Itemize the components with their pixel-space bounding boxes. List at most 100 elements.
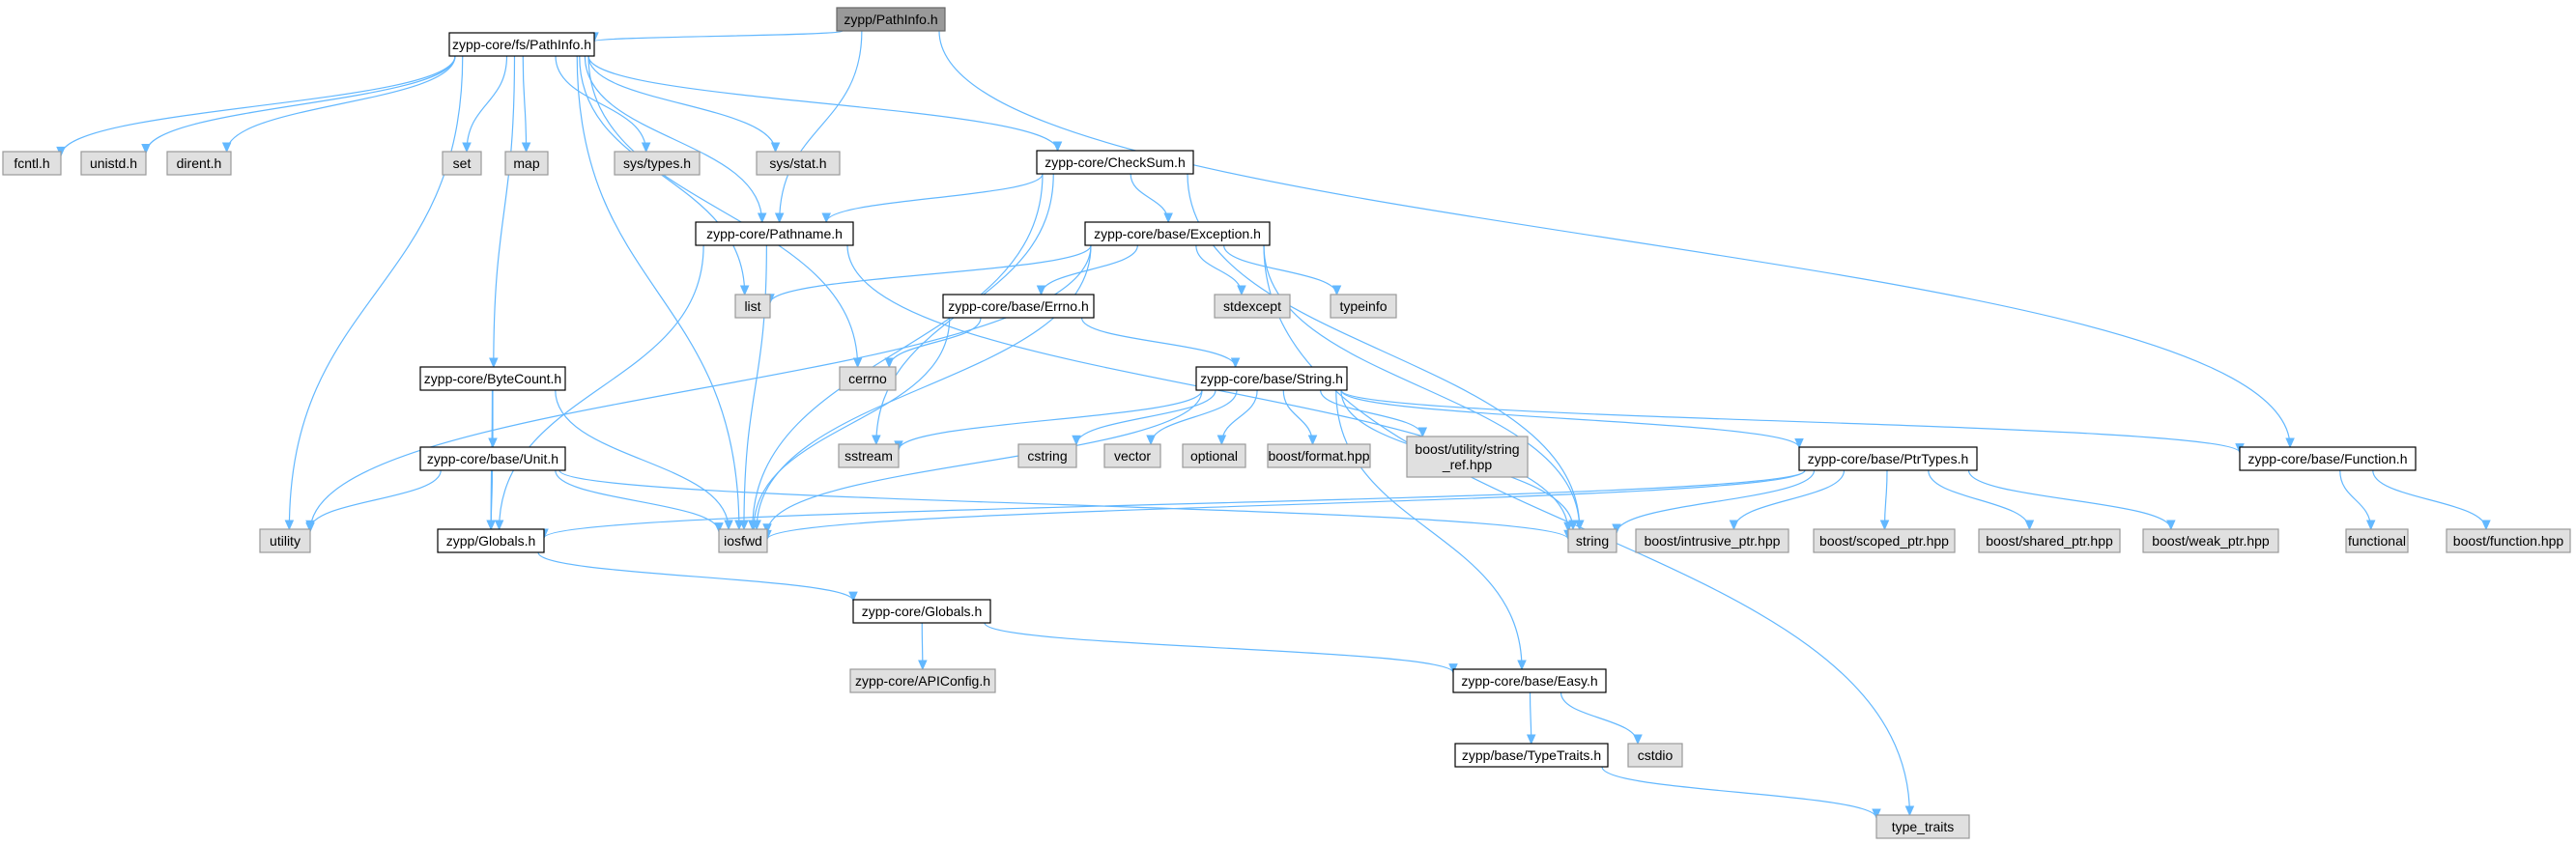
node-label-utility: utility bbox=[270, 533, 301, 549]
arrowhead-unit_h-to-iosfwd bbox=[714, 522, 724, 533]
arrowhead-checksum-to-sstream bbox=[872, 435, 881, 446]
edge-ptrtypes-to-intrusive bbox=[1732, 469, 1846, 530]
node-label-systypes: sys/types.h bbox=[623, 155, 691, 171]
arrowhead-easy-to-typetraits_h bbox=[1526, 734, 1536, 746]
node-bytecount[interactable]: zypp-core/ByteCount.h bbox=[419, 366, 566, 391]
edge-typetraits_h-to-type_traits bbox=[1601, 766, 1877, 819]
node-box-easy bbox=[1452, 668, 1607, 693]
node-box-utility bbox=[259, 528, 311, 553]
node-label-pathname: zypp-core/Pathname.h bbox=[706, 226, 843, 241]
edge-string_h-to-boostref bbox=[1320, 389, 1423, 437]
node-label-bytecount: zypp-core/ByteCount.h bbox=[424, 371, 561, 386]
edge-root-to-fs_pathinfo bbox=[593, 30, 844, 42]
arrowhead-bytecount-to-iosfwd bbox=[724, 520, 733, 531]
node-errno_h[interactable]: zypp-core/base/Errno.h bbox=[942, 294, 1095, 319]
node-box-pathname bbox=[695, 221, 854, 246]
node-box-ptrtypes bbox=[1798, 446, 1978, 471]
node-optional: optional bbox=[1182, 443, 1246, 468]
node-function_h[interactable]: zypp-core/base/Function.h bbox=[2239, 446, 2417, 471]
edge-unit_h-to-utility bbox=[309, 469, 442, 530]
edge-zglobals-to-coreglobals bbox=[537, 551, 854, 602]
nodes-layer: zypp/PathInfo.h zypp-core/fs/PathInfo.h fc… bbox=[2, 7, 2571, 839]
node-box-checksum bbox=[1036, 150, 1194, 175]
node-label-typeinfo: typeinfo bbox=[1339, 298, 1387, 314]
arrowhead-function_h-to-boostfunction bbox=[2481, 520, 2491, 531]
node-box-weak bbox=[2142, 528, 2279, 553]
edge-fs_pathinfo-to-checksum bbox=[587, 55, 1059, 152]
node-box-scoped bbox=[1813, 528, 1956, 553]
node-dirent: dirent.h bbox=[166, 151, 232, 176]
edge-ptrtypes-to-iosfwd bbox=[766, 469, 1806, 540]
node-zglobals[interactable]: zypp/Globals.h bbox=[437, 528, 545, 553]
edge-unit_h-to-string bbox=[558, 469, 1569, 540]
node-unit_h[interactable]: zypp-core/base/Unit.h bbox=[419, 446, 566, 471]
node-label-stdexcept: stdexcept bbox=[1223, 298, 1281, 314]
arrowhead-string_h-to-cstring bbox=[1072, 435, 1081, 446]
node-fs_pathinfo[interactable]: zypp-core/fs/PathInfo.h bbox=[448, 32, 595, 57]
arrowhead-ptrtypes-to-scoped bbox=[1879, 520, 1890, 531]
node-systypes: sys/types.h bbox=[614, 151, 701, 176]
node-box-boostformat bbox=[1267, 443, 1371, 468]
node-fcntl: fcntl.h bbox=[2, 151, 62, 176]
node-label-cstring: cstring bbox=[1027, 448, 1067, 464]
edge-pathname-to-iosfwd bbox=[743, 244, 767, 530]
node-box-shared bbox=[1978, 528, 2121, 553]
node-box-errno_h bbox=[942, 294, 1095, 319]
node-root[interactable]: zypp/PathInfo.h bbox=[836, 7, 946, 32]
edge-checksum-to-exception bbox=[1130, 173, 1169, 223]
arrowhead-exception-to-type_traits bbox=[1904, 805, 1915, 817]
arrowhead-checksum-to-exception bbox=[1163, 212, 1173, 224]
edge-exception-to-errno_h bbox=[1040, 244, 1138, 296]
node-cstring: cstring bbox=[1017, 443, 1077, 468]
node-box-boostref bbox=[1406, 436, 1529, 478]
edge-string_h-to-easy bbox=[1335, 389, 1523, 670]
arrowhead-fs_pathinfo-to-systypes bbox=[641, 142, 651, 154]
node-box-intrusive bbox=[1635, 528, 1789, 553]
node-box-sysstat bbox=[756, 151, 841, 176]
edge-string_h-to-optional bbox=[1220, 389, 1258, 445]
arrowhead-string_h-to-boostref bbox=[1417, 427, 1428, 438]
node-pathname[interactable]: zypp-core/Pathname.h bbox=[695, 221, 854, 246]
edge-fs_pathinfo-to-bytecount bbox=[493, 55, 516, 368]
edge-bytecount-to-iosfwd bbox=[555, 389, 730, 530]
node-label-boostformat: boost/format.hpp bbox=[1268, 448, 1369, 464]
edge-root-to-function_h bbox=[938, 30, 2291, 448]
node-easy[interactable]: zypp-core/base/Easy.h bbox=[1452, 668, 1607, 693]
node-sysstat: sys/stat.h bbox=[756, 151, 841, 176]
node-iosfwd: iosfwd bbox=[718, 528, 768, 553]
arrowhead-fs_pathinfo-to-unistd bbox=[141, 143, 151, 155]
edge-checksum-to-iosfwd bbox=[752, 173, 1044, 530]
node-label-fs_pathinfo: zypp-core/fs/PathInfo.h bbox=[452, 37, 591, 52]
node-boostref: boost/utility/string_ref.hpp bbox=[1406, 436, 1529, 478]
arrowhead-errno_h-to-iosfwd bbox=[749, 520, 758, 531]
arrowhead-errno_h-to-cerrno bbox=[884, 357, 895, 369]
arrowhead-string_h-to-boostformat bbox=[1307, 435, 1318, 446]
node-coreglobals[interactable]: zypp-core/Globals.h bbox=[852, 599, 991, 624]
node-box-exception bbox=[1084, 221, 1271, 246]
edge-easy-to-cstdio bbox=[1560, 691, 1639, 745]
node-typetraits_h[interactable]: zypp/base/TypeTraits.h bbox=[1454, 743, 1609, 768]
node-typeinfo: typeinfo bbox=[1330, 294, 1397, 319]
arrowhead-string_h-to-easy bbox=[1517, 660, 1527, 671]
node-box-vector bbox=[1103, 443, 1161, 468]
node-box-typetraits_h bbox=[1454, 743, 1609, 768]
node-box-typeinfo bbox=[1330, 294, 1397, 319]
node-label-exception: zypp-core/base/Exception.h bbox=[1094, 226, 1261, 241]
node-exception[interactable]: zypp-core/base/Exception.h bbox=[1084, 221, 1271, 246]
node-checksum[interactable]: zypp-core/CheckSum.h bbox=[1036, 150, 1194, 175]
node-string: string bbox=[1567, 528, 1617, 553]
edge-fs_pathinfo-to-sysstat bbox=[587, 55, 777, 153]
node-sstream: sstream bbox=[838, 443, 900, 468]
edge-string_h-to-iosfwd bbox=[766, 389, 1203, 533]
edge-fs_pathinfo-to-fcntl bbox=[60, 55, 456, 156]
node-apiconfig: zypp-core/APIConfig.h bbox=[849, 668, 996, 693]
node-functional: functional bbox=[2345, 528, 2409, 553]
arrowhead-unit_h-to-zglobals bbox=[486, 520, 497, 531]
arrowhead-bytecount-to-unit_h bbox=[488, 437, 498, 449]
node-ptrtypes[interactable]: zypp-core/base/PtrTypes.h bbox=[1798, 446, 1978, 471]
node-label-list: list bbox=[744, 298, 760, 314]
edge-unit_h-to-iosfwd bbox=[555, 469, 720, 532]
edge-fs_pathinfo-to-iosfwd bbox=[576, 55, 740, 530]
node-label-functional: functional bbox=[2348, 533, 2406, 549]
node-string_h[interactable]: zypp-core/base/String.h bbox=[1195, 366, 1348, 391]
